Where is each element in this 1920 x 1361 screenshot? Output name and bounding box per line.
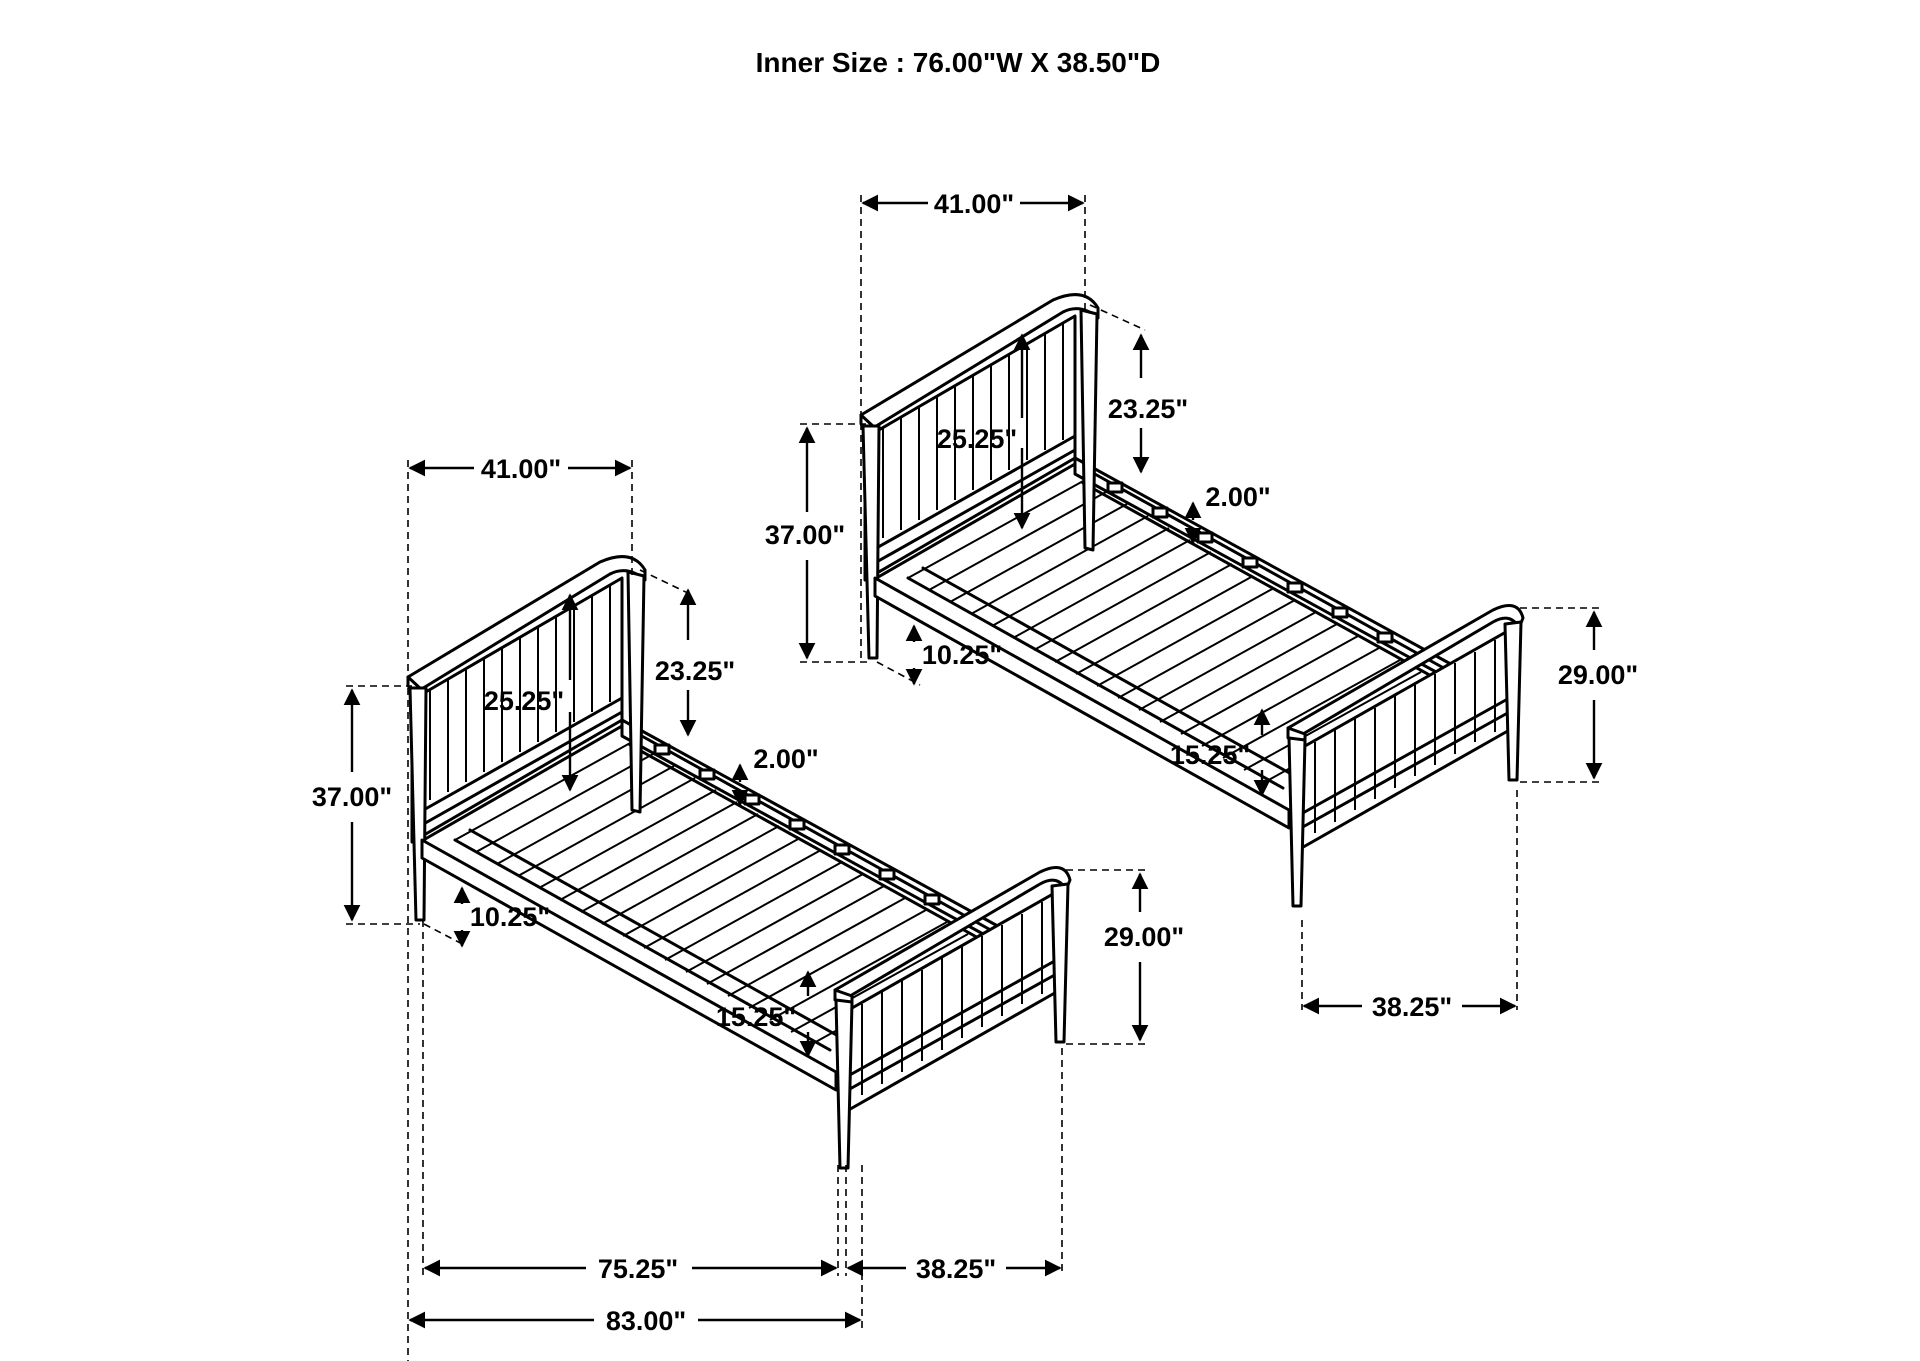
- front-footboard-height-label: 29.00": [1104, 922, 1184, 952]
- front-footboard-width-label: 38.25": [916, 1254, 996, 1284]
- back-headboard-height-label: 37.00": [765, 520, 845, 550]
- back-slat-gap-label: 2.00": [1205, 482, 1270, 512]
- back-bed: 41.00" 23.25" 25.25" 37.00" 2.00" 10.25"…: [765, 189, 1638, 1022]
- front-clearance-label: 10.25": [470, 902, 550, 932]
- front-headboard-inner-label: 25.25": [484, 686, 564, 716]
- front-slat-gap-label: 2.00": [753, 744, 818, 774]
- front-headboard-panel-label: 23.25": [655, 656, 735, 686]
- back-footboard-height-label: 29.00": [1558, 660, 1638, 690]
- back-clearance-label: 10.25": [922, 640, 1002, 670]
- front-overall-length-label: 83.00": [606, 1306, 686, 1336]
- front-headboard-width-label: 41.00": [481, 454, 561, 484]
- back-footboard-inner-label: 15.25": [1170, 740, 1250, 770]
- front-footboard-inner-label: 15.25": [716, 1002, 796, 1032]
- front-rail-length-label: 75.25": [598, 1254, 678, 1284]
- front-bed: 41.00" 23.25" 25.25" 37.00" 2.00" 10.25"…: [312, 454, 1184, 1361]
- back-footboard-width-label: 38.25": [1372, 992, 1452, 1022]
- back-headboard-width-label: 41.00": [934, 189, 1014, 219]
- back-headboard-panel-label: 23.25": [1108, 394, 1188, 424]
- inner-size-title: Inner Size : 76.00"W X 38.50"D: [756, 47, 1161, 78]
- back-headboard-inner-label: 25.25": [937, 424, 1017, 454]
- front-headboard-height-label: 37.00": [312, 782, 392, 812]
